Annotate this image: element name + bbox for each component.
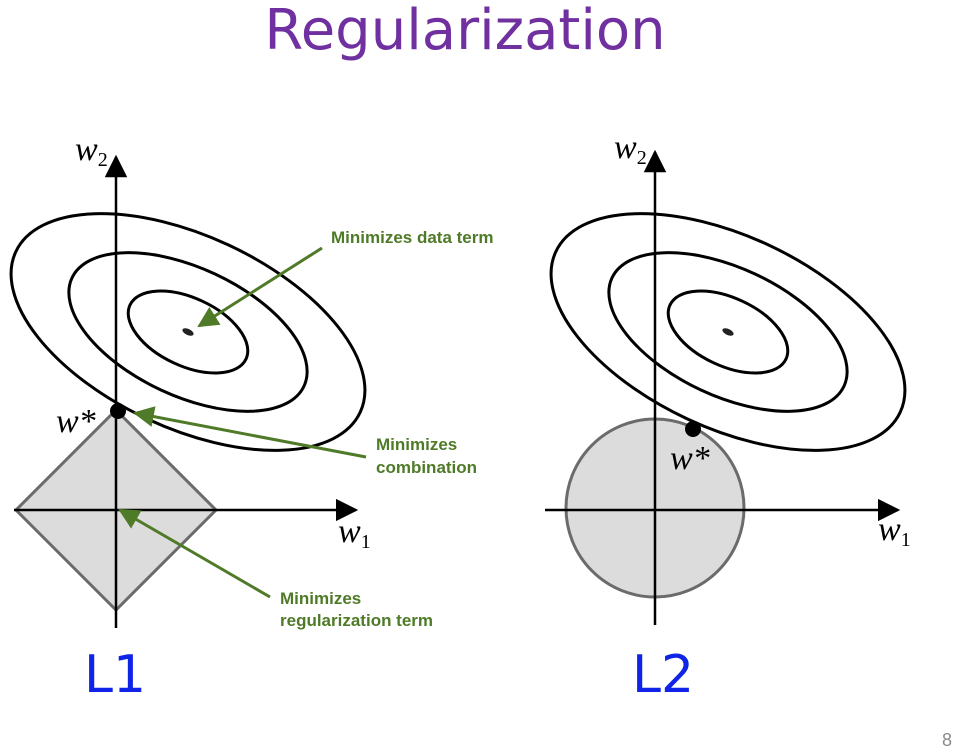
l1-solution-point — [110, 403, 126, 419]
arrow-data-term — [197, 246, 323, 328]
l2-contour-outer — [549, 212, 907, 452]
l1-contour-inner — [126, 289, 250, 375]
annotation-combination-line2: combination — [376, 458, 477, 477]
annotation-regularization-line1: Minimizes — [280, 589, 361, 608]
l2-panel-label: L2 — [632, 645, 694, 705]
annotation-combination-line1: Minimizes — [376, 435, 457, 454]
annotation-data-term: Minimizes data term — [331, 228, 494, 247]
l1-contour-middle — [67, 251, 309, 413]
l2-data-minimum-dot — [722, 328, 734, 336]
l1-panel: w2 w1 w* Minimizes data term Minimizes c… — [9, 131, 494, 705]
l1-solution-label: w* — [56, 403, 96, 440]
l2-data-term-contours — [549, 212, 907, 452]
page-number: 8 — [941, 730, 952, 750]
arrow-combination — [132, 406, 367, 459]
l2-x-axis-label: w1 — [878, 511, 911, 551]
l1-contour-outer — [9, 212, 367, 452]
l1-data-term-contours — [9, 212, 367, 452]
l1-x-axis-label: w1 — [338, 513, 371, 553]
l2-contour-middle — [607, 251, 849, 413]
slide-title: Regularization — [264, 0, 666, 63]
l2-panel: w2 w1 w* L2 — [545, 129, 911, 705]
annotation-regularization-line2: regularization term — [280, 611, 433, 630]
l1-y-axis-label: w2 — [75, 131, 108, 171]
l2-y-axis-label: w2 — [614, 129, 647, 169]
l2-solution-label: w* — [670, 440, 710, 477]
l2-contour-inner — [666, 289, 790, 375]
l2-solution-point — [685, 421, 701, 437]
arrow-regularization — [118, 508, 271, 599]
l1-panel-label: L1 — [84, 645, 146, 705]
l1-data-minimum-dot — [182, 328, 194, 336]
